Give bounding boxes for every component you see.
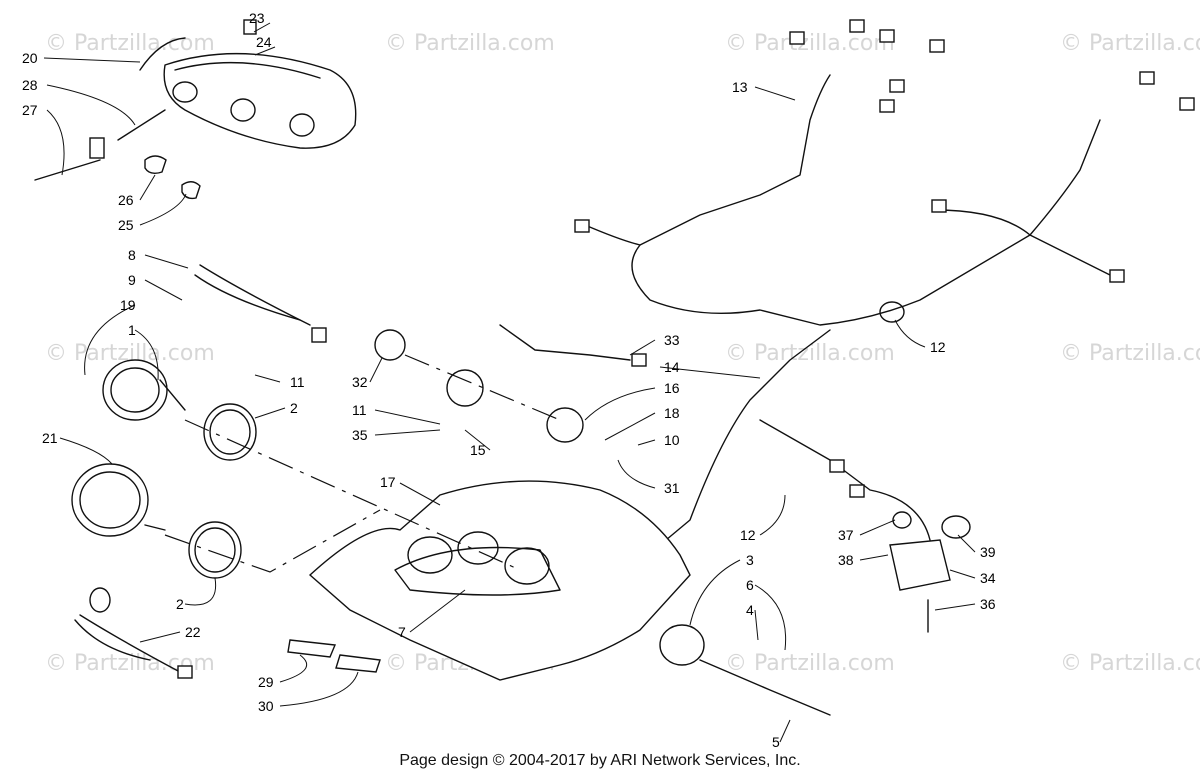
callout-10: 10 (664, 432, 680, 448)
callout-26: 26 (118, 192, 134, 208)
callout-34: 34 (980, 570, 996, 586)
callout-28: 28 (22, 77, 38, 93)
callout-16: 16 (664, 380, 680, 396)
callout-30: 30 (258, 698, 274, 714)
callout-7: 7 (398, 624, 406, 640)
callout-37: 37 (838, 527, 854, 543)
callout-25: 25 (118, 217, 134, 233)
callout-31: 31 (664, 480, 680, 496)
callout-19: 19 (120, 297, 136, 313)
callout-29: 29 (258, 674, 274, 690)
watermark: © Partzilla.com (725, 651, 895, 676)
instrument-console (308, 480, 691, 681)
console-trim-pieces (287, 624, 831, 716)
callout-3: 3 (746, 552, 754, 568)
voltage-regulator (889, 511, 971, 633)
watermark: © Partzilla.com (1060, 31, 1200, 56)
leader-lines (43, 22, 976, 743)
wiring-pigtail-left (74, 264, 327, 679)
callout-11: 11 (352, 402, 367, 418)
callout-13: 13 (732, 79, 748, 95)
callout-24: 24 (256, 34, 272, 50)
callout-15: 15 (470, 442, 486, 458)
callout-2: 2 (290, 400, 298, 416)
callout-4: 4 (746, 602, 754, 618)
callout-1: 1 (128, 322, 136, 338)
callout-18: 18 (664, 405, 680, 421)
callout-32: 32 (352, 374, 368, 390)
callout-14: 14 (664, 359, 680, 375)
callout-12: 12 (740, 527, 756, 543)
watermark: © Partzilla.com (1060, 651, 1200, 676)
callout-6: 6 (746, 577, 754, 593)
callout-9: 9 (128, 272, 136, 288)
callout-35: 35 (352, 427, 368, 443)
callouts: 23 24 20 28 27 26 25 13 8 9 19 1 11 2 21… (22, 10, 996, 750)
callout-11: 11 (290, 374, 305, 390)
headlight-assembly (34, 19, 357, 200)
callout-17: 17 (380, 474, 396, 490)
tachometer-gauge (102, 359, 257, 461)
watermark: © Partzilla.com (1060, 341, 1200, 366)
callout-23: 23 (249, 10, 265, 26)
callout-33: 33 (664, 332, 680, 348)
speedometer-gauge (71, 463, 242, 579)
alignment-lines (164, 354, 561, 573)
watermark: © Partzilla.com (385, 31, 555, 56)
callout-27: 27 (22, 102, 38, 118)
callout-5: 5 (772, 734, 780, 750)
callout-21: 21 (42, 430, 58, 446)
callout-2: 2 (176, 596, 184, 612)
watermark: © Partzilla.com (725, 31, 895, 56)
wiring-harness (574, 19, 1195, 546)
callout-38: 38 (838, 552, 854, 568)
watermark: © Partzilla.com (45, 31, 215, 56)
callout-39: 39 (980, 544, 996, 560)
page-footer-credit: Page design © 2004-2017 by ARI Network S… (399, 752, 801, 769)
callout-22: 22 (185, 624, 201, 640)
indicator-lights (374, 324, 647, 443)
callout-36: 36 (980, 596, 996, 612)
callout-20: 20 (22, 50, 38, 66)
callout-12: 12 (930, 339, 946, 355)
callout-8: 8 (128, 247, 136, 263)
